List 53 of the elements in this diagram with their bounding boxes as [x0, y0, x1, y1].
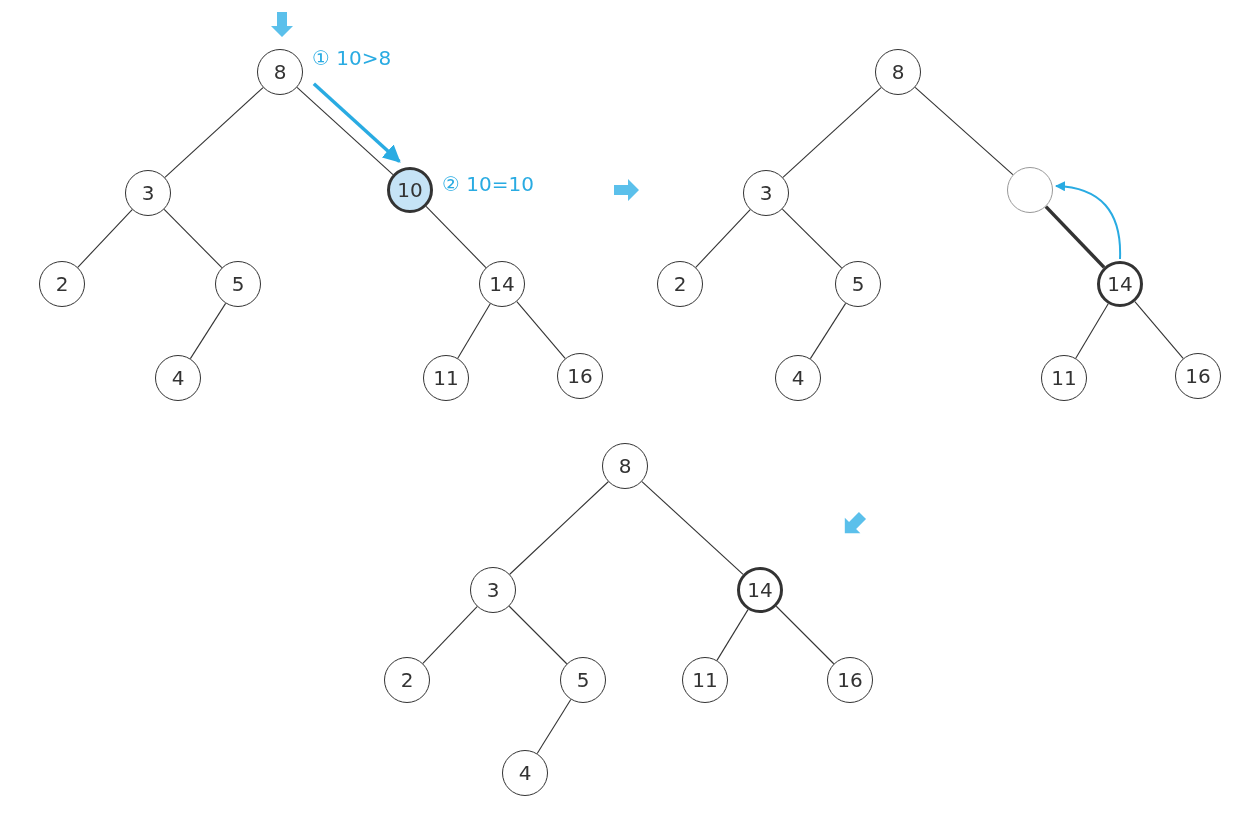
- tree-branch-line: [508, 605, 568, 665]
- comparison-note: ② 10=10: [442, 172, 534, 196]
- tree-node-circle: 5: [215, 261, 261, 307]
- tree-node-circle: 3: [125, 170, 171, 216]
- tree-branch-line: [425, 205, 487, 269]
- tree-node-circle: 14: [1097, 261, 1143, 307]
- tree-branch-line: [536, 698, 572, 755]
- tree-node-circle: 10: [387, 167, 433, 213]
- tree-node-circle: 2: [657, 261, 703, 307]
- tree-node-circle: 8: [257, 49, 303, 95]
- tree-branch-line: [457, 303, 491, 359]
- tree-branch-line: [77, 209, 133, 268]
- tree-branch-line: [781, 208, 843, 269]
- tree-branch-line: [782, 87, 882, 178]
- tree-branch-line: [1075, 303, 1109, 359]
- tree-branch-line: [775, 605, 835, 665]
- tree-node-circle: 16: [1175, 353, 1221, 399]
- tree-node-circle: 3: [743, 170, 789, 216]
- arrow: [312, 82, 401, 163]
- tree-node-circle: 4: [775, 355, 821, 401]
- empty-node-circle: [1007, 167, 1053, 213]
- tree-node-circle: 16: [827, 657, 873, 703]
- tree-branch-line: [695, 209, 751, 268]
- tree-branch-line: [189, 302, 227, 360]
- tree-branch-line: [296, 86, 394, 176]
- tree-node-circle: 14: [737, 567, 783, 613]
- tree-node-circle: 5: [560, 657, 606, 703]
- tree-branch-line: [163, 208, 223, 269]
- tree-branch-line: [509, 481, 609, 575]
- tree-node-circle: 16: [557, 353, 603, 399]
- tree-branch-line: [1044, 205, 1106, 269]
- tree-node-circle: 2: [39, 261, 85, 307]
- tree-node-circle: 3: [470, 567, 516, 613]
- tree-branch-line: [1134, 301, 1184, 359]
- tree-node-circle: 4: [155, 355, 201, 401]
- arrow: [1055, 181, 1121, 260]
- tree-branch-line: [809, 302, 847, 360]
- tree-node-circle: 4: [502, 750, 548, 796]
- tree-node-circle: 5: [835, 261, 881, 307]
- tree-node-circle: 8: [602, 443, 648, 489]
- tree-branch-line: [422, 606, 478, 664]
- comparison-note: ① 10>8: [312, 46, 392, 70]
- tree-node-circle: 2: [384, 657, 430, 703]
- tree-node-circle: 11: [682, 657, 728, 703]
- tree-node-circle: 8: [875, 49, 921, 95]
- tree-branch-line: [641, 481, 744, 575]
- tree-branch-line: [716, 609, 749, 661]
- tree-node-circle: 14: [479, 261, 525, 307]
- tree-node-circle: 11: [1041, 355, 1087, 401]
- tree-branch-line: [516, 301, 566, 359]
- tree-node-circle: 11: [423, 355, 469, 401]
- tree-branch-line: [914, 86, 1014, 176]
- tree-branch-line: [164, 87, 264, 178]
